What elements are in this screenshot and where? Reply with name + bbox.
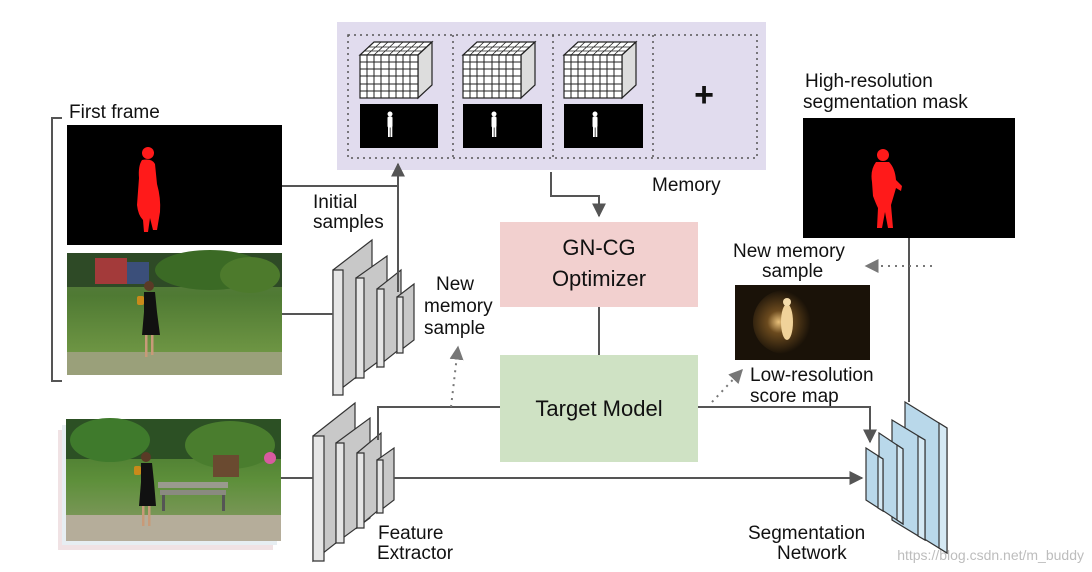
feature-extractor-label-1: Feature — [378, 523, 443, 544]
seg-network-label-1: Segmentation — [748, 523, 865, 544]
dotted-new-memory-left — [449, 345, 464, 408]
connectors — [281, 162, 910, 485]
high-res-label-1: High-resolution — [805, 71, 933, 92]
dotted-score-map — [711, 368, 743, 403]
connector-target-to-seg — [698, 406, 877, 444]
initial-samples-label-2: samples — [313, 212, 384, 233]
feature-extractor — [312, 401, 395, 563]
video-frames-stack — [58, 418, 281, 550]
first-frame-title: First frame — [69, 102, 160, 123]
target-model-box: Target Model — [500, 355, 698, 462]
low-res-label-1: Low-resolution — [750, 365, 874, 386]
bench-icon — [158, 482, 228, 511]
seg-network-label-2: Network — [777, 543, 847, 564]
feature-cube-icon — [562, 40, 638, 100]
new-memory-right-label-1: New memory — [733, 241, 845, 262]
memory-slot-3 — [562, 40, 643, 148]
segmentation-network — [865, 400, 948, 555]
feature-cube-icon — [358, 40, 434, 100]
feature-extractor-label-2: Extractor — [377, 543, 454, 564]
watermark: https://blog.csdn.net/m_buddy — [897, 547, 1084, 563]
optimizer-label-1: GN-CG — [562, 235, 635, 260]
feature-cube-icon — [461, 40, 537, 100]
high-res-mask — [803, 118, 1015, 238]
first-frame-bracket — [51, 117, 62, 382]
first-frame-mask — [67, 125, 282, 245]
memory-title: Memory — [652, 175, 721, 196]
dotted-connectors — [449, 259, 932, 408]
memory-panel: + — [337, 22, 766, 170]
new-memory-left-label-2: memory — [424, 296, 493, 317]
new-memory-left-label-3: sample — [424, 318, 485, 339]
connector-extractor-to-target — [377, 406, 500, 440]
person-figure — [137, 281, 160, 357]
memory-slot-2 — [461, 40, 542, 148]
initial-samples-label-1: Initial — [313, 192, 357, 213]
new-memory-left-label-1: New — [436, 274, 474, 295]
person-figure — [134, 452, 156, 526]
target-model-label: Target Model — [535, 396, 662, 421]
connector-memory-to-optimizer — [550, 172, 606, 218]
memory-slot-1 — [358, 40, 438, 148]
low-res-score-map — [735, 285, 870, 360]
mask-thumbnail — [360, 104, 438, 148]
optimizer-label-2: Optimizer — [552, 266, 646, 291]
new-memory-right-label-2: sample — [762, 261, 823, 282]
first-frame-photo — [67, 250, 282, 375]
mask-thumbnail — [463, 104, 542, 148]
feature-extractor-top — [332, 238, 415, 397]
mask-thumbnail — [564, 104, 643, 148]
high-res-label-2: segmentation mask — [803, 92, 968, 113]
optimizer-box: GN-CG Optimizer — [500, 222, 698, 307]
memory-plus-icon: + — [694, 76, 714, 114]
low-res-label-2: score map — [750, 386, 839, 407]
